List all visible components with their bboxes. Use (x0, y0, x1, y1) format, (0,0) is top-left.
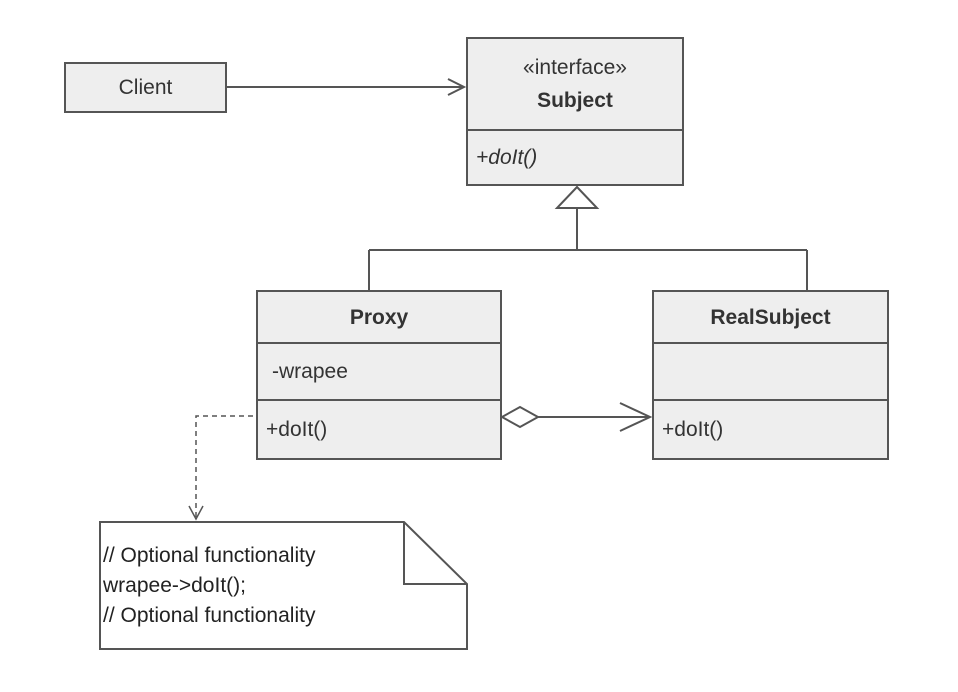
proxy-header: Proxy (258, 292, 500, 342)
note-line: // Optional functionality (103, 604, 316, 627)
proxy-attributes: -wrapee (258, 342, 500, 399)
proxy-attribute: -wrapee (272, 360, 348, 383)
realsubject-operations: +doIt() (654, 399, 887, 458)
generalization-connector (368, 185, 808, 290)
realsubject-attributes (654, 342, 887, 399)
note-line: // Optional functionality (103, 544, 316, 567)
note-line: wrapee->doIt(); (103, 574, 246, 597)
client-class-box[interactable]: Client (64, 62, 227, 113)
realsubject-operation: +doIt() (662, 418, 724, 441)
note-text: // Optional functionality wrapee->doIt()… (103, 541, 315, 631)
client-to-subject-association (227, 78, 467, 96)
subject-operations: +doIt() (468, 129, 682, 184)
proxy-operations: +doIt() (258, 399, 500, 458)
note-shape (99, 521, 468, 650)
aggregation-connector (499, 402, 653, 432)
subject-stereotype: «interface» (523, 56, 627, 79)
subject-interface-box[interactable]: «interface» Subject +doIt() (466, 37, 684, 186)
proxy-name: Proxy (349, 305, 409, 329)
realsubject-name: RealSubject (710, 305, 831, 329)
subject-operation: +doIt() (476, 146, 538, 169)
proxy-operation: +doIt() (266, 418, 328, 441)
subject-name: Subject (537, 89, 613, 112)
note-link-dashed (188, 415, 253, 521)
realsubject-class-box[interactable]: RealSubject +doIt() (652, 290, 889, 460)
subject-header: «interface» Subject (468, 39, 682, 129)
client-label: Client (118, 76, 173, 99)
realsubject-header: RealSubject (654, 292, 887, 342)
proxy-class-box[interactable]: Proxy -wrapee +doIt() (256, 290, 502, 460)
